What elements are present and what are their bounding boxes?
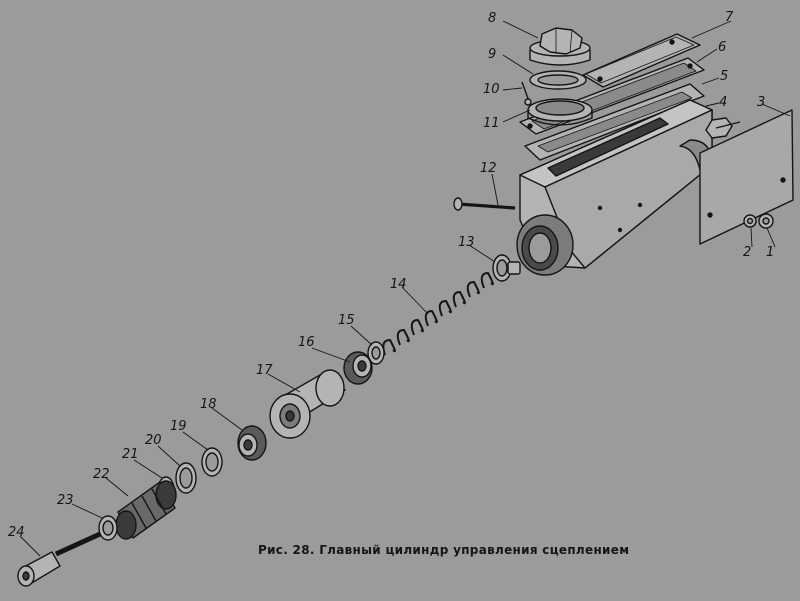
part-16-cup-seal [343,351,373,385]
part-label-10: 10 [483,82,500,97]
part-13-valve [492,254,521,282]
cylinder-housing [519,99,713,269]
part-label-11: 11 [483,116,500,131]
part-9-seal-ring [529,70,587,90]
part-22-boot [115,480,177,540]
part-label-7: 7 [725,10,734,25]
leader-lines [19,20,791,557]
part-label-17: 17 [256,363,273,378]
part-label-19: 19 [170,419,187,434]
part-5-body-gasket [524,83,705,161]
part-24-push-rod [17,531,102,587]
part-7-cover-gasket [582,33,701,88]
part-20-lock-ring [175,462,197,494]
part-11-strainer [527,98,593,126]
part-10-screw [521,81,532,106]
part-15-washer [367,341,385,365]
part-14-spring [382,272,494,356]
part-label-13: 13 [458,235,475,250]
part-label-24: 24 [8,525,25,540]
part-17-piston [269,369,346,439]
part-label-23: 23 [57,493,74,508]
figure-caption: Рис. 28. Главный цилиндр управления сцеп… [258,543,630,557]
part-2-washer [743,214,757,228]
part-1-nut [758,213,774,229]
part-12-bolt [453,197,516,211]
part-label-8: 8 [488,11,496,26]
part-label-9: 9 [488,47,496,62]
part-label-3: 3 [757,95,765,110]
part-label-12: 12 [480,161,497,176]
part-label-2: 2 [743,245,751,260]
cylinder-bore [516,214,574,276]
part-23-ring [98,515,118,541]
part-label-20: 20 [145,433,162,448]
part-label-22: 22 [93,467,110,482]
part-label-15: 15 [338,313,355,328]
part-19-ring [201,447,223,477]
part-label-18: 18 [200,397,217,412]
part-4-bolt [705,117,741,139]
part-18-seal [237,425,267,461]
part-label-16: 16 [298,335,315,350]
part-3-plate [699,109,794,245]
part-label-4: 4 [719,95,727,110]
part-label-6: 6 [718,40,726,55]
part-label-5: 5 [720,69,728,84]
part-label-1: 1 [766,245,774,260]
part-label-21: 21 [122,447,139,462]
part-8-filler-plug [529,27,591,66]
part-labels: 1 2 3 4 5 6 7 8 9 10 11 12 13 14 15 16 1… [8,10,774,540]
part-label-14: 14 [390,277,407,292]
